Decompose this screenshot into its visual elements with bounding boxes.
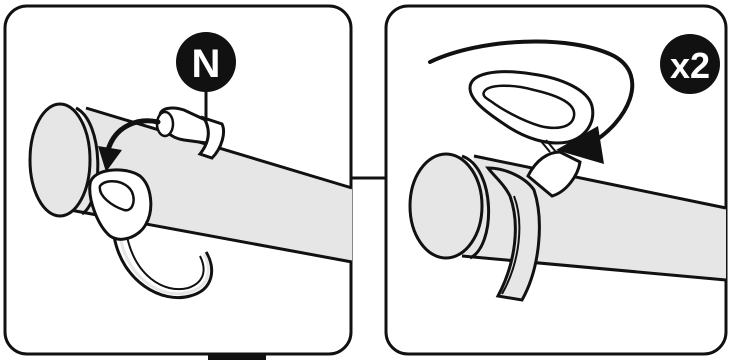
handlebar bbox=[28, 102, 353, 264]
bike-light bbox=[155, 106, 226, 160]
strap bbox=[112, 231, 214, 300]
arrowhead bbox=[556, 126, 604, 164]
strap bbox=[484, 166, 541, 302]
hook-arrow bbox=[98, 118, 161, 172]
strap-tab bbox=[88, 168, 153, 241]
bottom-tab bbox=[208, 352, 266, 360]
panel-2: x2 bbox=[384, 4, 728, 356]
badge-n-label: N bbox=[192, 42, 221, 86]
arrowhead bbox=[98, 146, 122, 172]
strap-tab bbox=[468, 70, 595, 153]
badge-x2: x2 bbox=[660, 34, 720, 94]
rotate-arrow bbox=[428, 39, 635, 164]
panel-1: N bbox=[3, 4, 353, 356]
badge-n: N bbox=[176, 32, 236, 92]
bike-light bbox=[526, 150, 582, 198]
badge-x2-label: x2 bbox=[670, 45, 710, 86]
